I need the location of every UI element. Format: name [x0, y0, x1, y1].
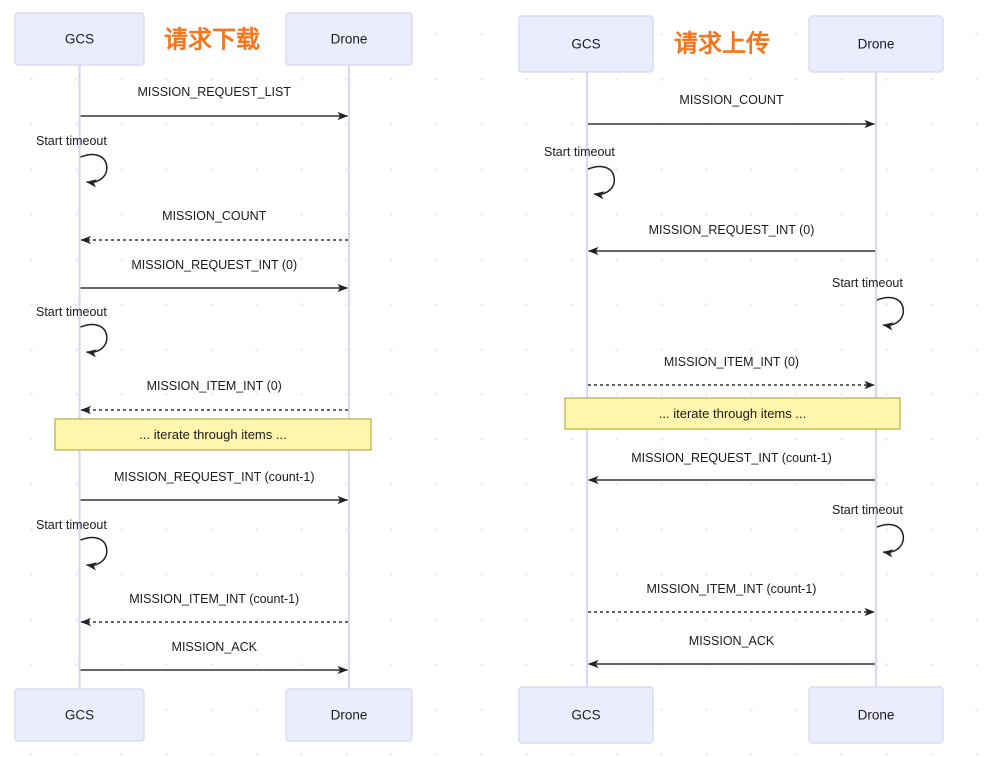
actor-box[interactable]: [518, 686, 654, 744]
message-label: MISSION_ITEM_INT (count-1): [647, 582, 817, 596]
actor-box[interactable]: [14, 12, 145, 66]
self-loop-arrow: [876, 296, 905, 331]
self-loop-label: Start timeout: [36, 305, 107, 319]
self-loop-arrow: [80, 153, 108, 188]
message-download-3: MISSION_ITEM_INT (0): [80, 379, 348, 415]
note-label: ... iterate through items ...: [139, 427, 286, 442]
self-loop-label: Start timeout: [36, 134, 107, 148]
message-label: MISSION_REQUEST_INT (count-1): [631, 451, 832, 465]
note-box: [564, 397, 901, 430]
actor-bottom-gcs[interactable]: GCS: [14, 688, 145, 742]
actor-label: GCS: [65, 708, 94, 723]
actor-bottom-drone[interactable]: Drone: [808, 686, 944, 744]
self-loop-label: Start timeout: [832, 276, 903, 290]
message-upload-0: MISSION_COUNT: [588, 93, 875, 129]
message-upload-3: MISSION_REQUEST_INT (count-1): [588, 451, 875, 485]
actor-label: Drone: [858, 37, 895, 52]
self-loop-label: Start timeout: [832, 503, 903, 517]
actor-box[interactable]: [285, 12, 413, 66]
message-upload-1: MISSION_REQUEST_INT (0): [588, 223, 875, 256]
actor-box[interactable]: [808, 686, 944, 744]
self-loop-upload-2: Start timeout: [832, 503, 905, 558]
note-box: [54, 418, 372, 451]
actor-top-gcs[interactable]: GCS: [14, 12, 145, 66]
message-download-4: MISSION_REQUEST_INT (count-1): [80, 470, 348, 505]
self-loop-arrow: [876, 523, 905, 558]
message-label: MISSION_ACK: [172, 640, 258, 654]
message-label: MISSION_COUNT: [162, 209, 267, 223]
message-label: MISSION_REQUEST_LIST: [137, 85, 291, 99]
message-upload-5: MISSION_ACK: [588, 634, 875, 669]
actor-top-drone[interactable]: Drone: [285, 12, 413, 66]
self-loop-download-1: Start timeout: [36, 305, 108, 358]
actor-label: GCS: [65, 32, 94, 47]
note-download-0: ... iterate through items ...: [54, 418, 372, 451]
message-label: MISSION_ACK: [689, 634, 775, 648]
self-loop-upload-1: Start timeout: [832, 276, 905, 331]
message-label: MISSION_ITEM_INT (0): [664, 355, 799, 369]
message-label: MISSION_REQUEST_INT (count-1): [114, 470, 315, 484]
actor-box[interactable]: [808, 15, 944, 73]
diagram-upload: GCSGCSDroneDrone请求上传MISSION_COUNTMISSION…: [518, 15, 944, 744]
actor-bottom-gcs[interactable]: GCS: [518, 686, 654, 744]
actor-label: Drone: [331, 708, 368, 723]
message-label: MISSION_ITEM_INT (count-1): [129, 592, 299, 606]
message-download-6: MISSION_ACK: [80, 640, 348, 675]
self-loop-label: Start timeout: [36, 518, 107, 532]
message-label: MISSION_REQUEST_INT (0): [131, 258, 297, 272]
self-loop-label: Start timeout: [544, 145, 615, 159]
message-upload-2: MISSION_ITEM_INT (0): [588, 355, 875, 390]
self-loop-arrow: [80, 323, 108, 358]
message-label: MISSION_ITEM_INT (0): [147, 379, 282, 393]
self-loop-download-0: Start timeout: [36, 134, 108, 188]
actor-box[interactable]: [285, 688, 413, 742]
message-label: MISSION_COUNT: [679, 93, 784, 107]
message-download-2: MISSION_REQUEST_INT (0): [80, 258, 348, 293]
message-download-1: MISSION_COUNT: [80, 209, 348, 245]
message-download-5: MISSION_ITEM_INT (count-1): [80, 592, 348, 627]
message-download-0: MISSION_REQUEST_LIST: [80, 85, 348, 121]
self-loop-arrow: [587, 165, 616, 200]
message-label: MISSION_REQUEST_INT (0): [649, 223, 815, 237]
actor-label: Drone: [858, 708, 895, 723]
diagram-title-upload: 请求上传: [674, 30, 770, 57]
message-upload-4: MISSION_ITEM_INT (count-1): [588, 582, 875, 617]
actor-top-gcs[interactable]: GCS: [518, 15, 654, 73]
actor-box[interactable]: [14, 688, 145, 742]
actor-label: GCS: [571, 708, 600, 723]
actor-box[interactable]: [518, 15, 654, 73]
note-label: ... iterate through items ...: [659, 406, 806, 421]
note-upload-0: ... iterate through items ...: [564, 397, 901, 430]
self-loop-arrow: [80, 536, 108, 571]
diagram-download: GCSGCSDroneDrone请求下载MISSION_REQUEST_LIST…: [14, 12, 413, 742]
actor-top-drone[interactable]: Drone: [808, 15, 944, 73]
self-loop-upload-0: Start timeout: [544, 145, 616, 200]
actor-label: Drone: [331, 32, 368, 47]
actor-label: GCS: [571, 37, 600, 52]
self-loop-download-2: Start timeout: [36, 518, 108, 571]
diagram-title-download: 请求下载: [164, 26, 260, 53]
actor-bottom-drone[interactable]: Drone: [285, 688, 413, 742]
